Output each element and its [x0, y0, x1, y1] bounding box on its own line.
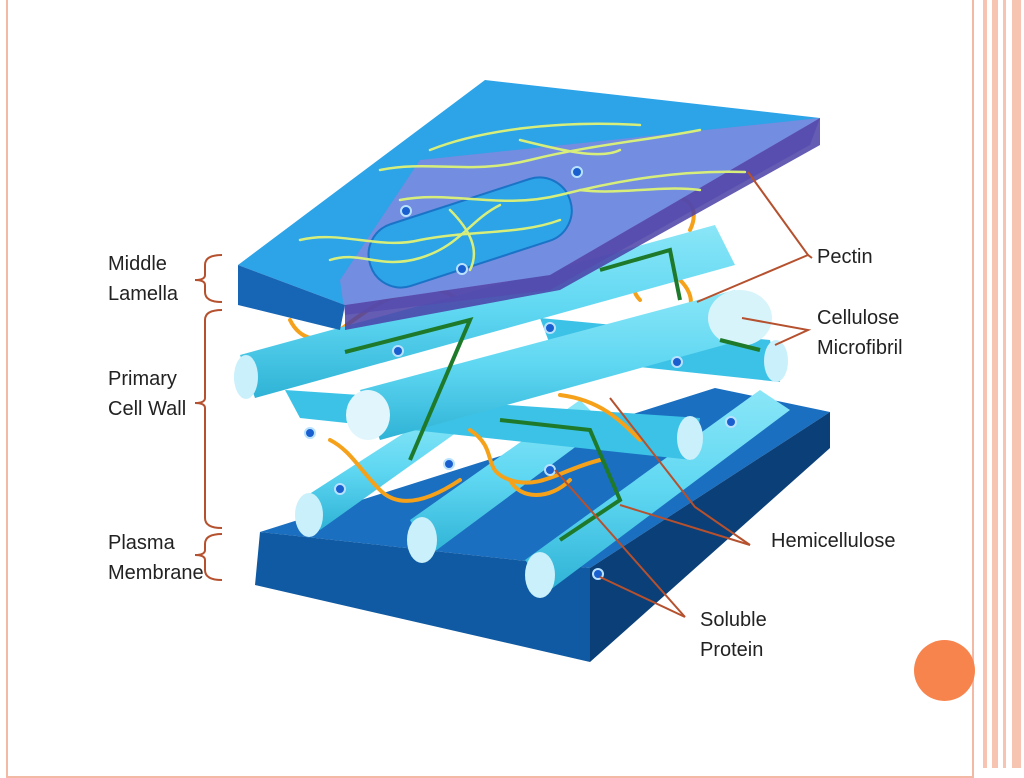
label-pectin: Pectin: [817, 242, 873, 272]
microfibril-end: [708, 290, 772, 346]
microfibril-end: [407, 517, 437, 563]
label-soluble-protein: Soluble Protein: [700, 605, 767, 665]
microfibril-end: [295, 493, 323, 537]
label-primary-cell-wall: Primary Cell Wall: [108, 364, 186, 424]
slide-accent-dot: [914, 640, 975, 701]
label-plasma-membrane: Plasma Membrane: [108, 528, 204, 588]
microfibril-end: [525, 552, 555, 598]
label-middle-lamella: Middle Lamella: [108, 249, 178, 309]
microfibril-end: [234, 355, 258, 399]
primary-cell-wall-bracket: [195, 310, 222, 528]
microfibril-end: [346, 390, 390, 440]
label-cellulose-microfibril: Cellulose Microfibril: [817, 303, 903, 363]
middle-lamella-bracket: [195, 255, 222, 302]
label-hemicellulose: Hemicellulose: [771, 526, 896, 556]
microfibril-end: [677, 416, 703, 460]
microfibril-end: [764, 340, 788, 382]
